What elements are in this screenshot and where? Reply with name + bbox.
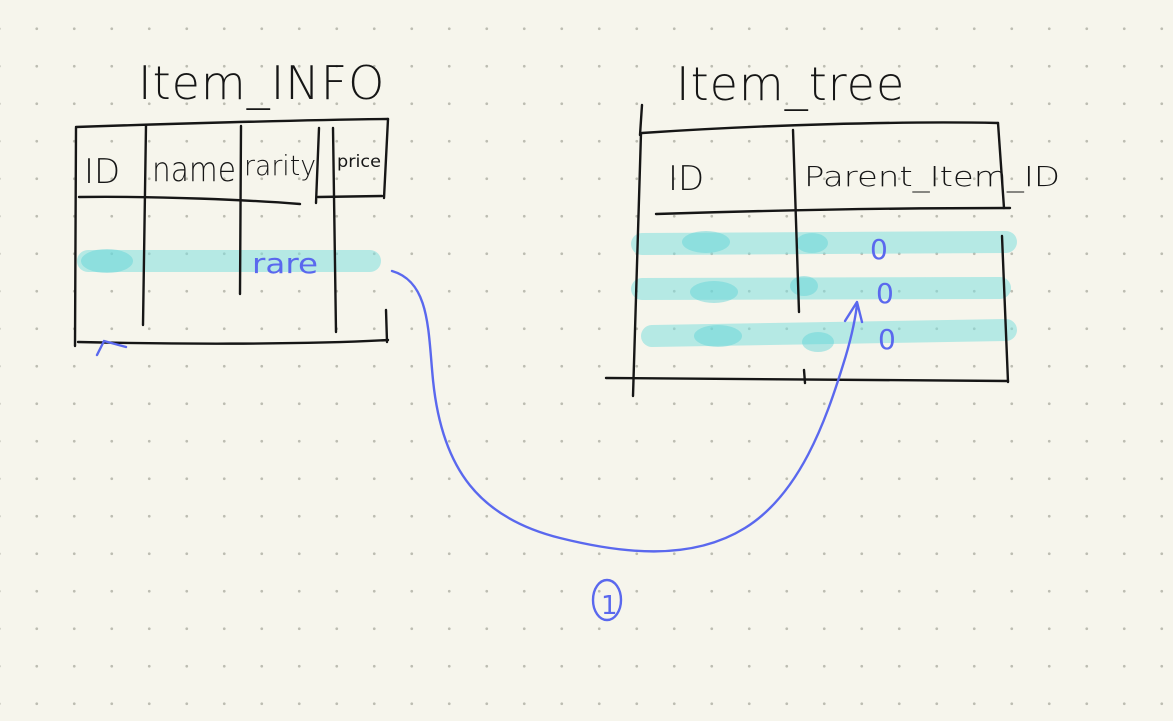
item-tree-row-2-highlight [631, 277, 1011, 300]
item-info-header-price: price [337, 152, 381, 172]
item-tree-title: Item_tree [676, 57, 905, 111]
relation-arrow-head [843, 300, 864, 324]
relation-label-circle [591, 578, 623, 622]
item-tree-row-3-parent-mark [802, 332, 834, 352]
item-info-header-id: ID [84, 152, 120, 192]
item-tree-header-parent-item-id: Parent_Item_ID [804, 160, 1060, 194]
item-tree-parent-value-2: 0 [876, 277, 894, 310]
item-info-title: Item_INFO [138, 56, 385, 110]
item-info-right-border-upper [382, 117, 390, 200]
item-tree-parent-value-3: 0 [878, 323, 896, 356]
item-tree-left-border [631, 131, 643, 398]
item-info-top-border [74, 117, 390, 129]
item-info-id-highlight-mark [81, 249, 133, 273]
item-tree-right-border-upper [996, 121, 1006, 210]
item-tree-right-border-lower [1000, 234, 1010, 384]
item-info-header-rarity: rarity [244, 149, 316, 182]
relation-connector: 1 [390, 269, 864, 622]
item-info-left-border [73, 126, 78, 348]
relation-label: 1 [601, 591, 618, 621]
item-tree-parent-value-1: 0 [870, 233, 888, 266]
item-info-col-sep-3b [331, 126, 338, 334]
item-info-bottom-border [76, 338, 390, 345]
item-tree-row-3-id-mark [694, 325, 742, 347]
item-tree-bottom-border [604, 376, 1010, 383]
item-tree-row-2-id-mark [690, 281, 738, 303]
item-info-header-divider [77, 195, 302, 206]
item-tree-col-sep-tick [802, 368, 807, 385]
item-info-small-arrow [95, 339, 128, 357]
item-tree-col-sep [791, 128, 801, 314]
item-info-table: Item_INFO ID name rarity price rare [73, 56, 390, 357]
item-info-right-border-lower [384, 308, 389, 344]
item-tree-top-border [640, 121, 1000, 135]
item-tree-title-tick [638, 103, 644, 137]
item-info-col-sep-3a [314, 126, 321, 205]
item-tree-row-2-parent-mark [790, 276, 818, 296]
item-tree-table: Item_tree ID Parent_Item_ID 0 0 0 [604, 57, 1060, 398]
item-info-cell-rarity: rare [252, 247, 318, 280]
item-info-col-sep-2 [238, 124, 243, 296]
relation-arrow-curve [390, 269, 859, 553]
item-info-col-sep-1 [141, 123, 148, 327]
item-tree-row-1-parent-mark [796, 233, 828, 253]
item-tree-row-1-id-mark [682, 231, 730, 253]
item-info-header-name: name [152, 150, 236, 190]
item-tree-header-divider [654, 206, 1012, 216]
item-tree-row-1-highlight [631, 231, 1017, 255]
item-tree-row-3-highlight [641, 319, 1017, 347]
item-tree-header-id: ID [668, 159, 704, 199]
item-info-header-divider-price [316, 194, 384, 199]
